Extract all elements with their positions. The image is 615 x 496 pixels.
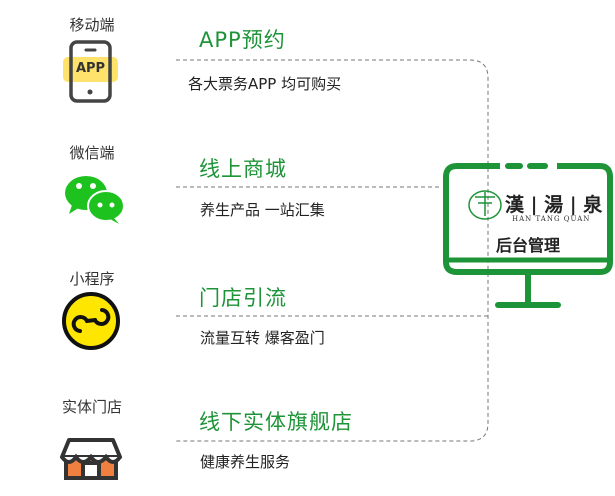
channel-label-mobile: 移动端 <box>69 16 115 34</box>
monitor-icon <box>443 163 613 308</box>
brand-name-en: HAN TANG QUAN <box>512 215 591 223</box>
channel-desc-traffic: 流量互转 爆客盈门 <box>200 329 325 347</box>
mini-program-icon <box>62 292 120 350</box>
channel-desc-mall: 养生产品 一站汇集 <box>200 201 325 219</box>
channel-title-app: APP预约 <box>199 28 286 52</box>
channel-desc-flagship: 健康养生服务 <box>200 453 291 471</box>
channel-desc-app: 各大票务APP 均可购买 <box>188 75 342 93</box>
phone-icon <box>63 40 118 103</box>
channel-label-store: 实体门店 <box>61 398 122 416</box>
channel-title-traffic: 门店引流 <box>199 286 287 310</box>
app-icon-text: APP <box>75 61 106 76</box>
backend-label: 后台管理 <box>495 236 560 255</box>
store-icon <box>60 438 122 480</box>
connector-outer <box>176 59 489 442</box>
wechat-icon <box>65 176 125 224</box>
brand-name: 漢 | 湯 | 泉 <box>505 194 603 216</box>
brand-logo-icon <box>468 190 502 220</box>
channel-label-miniprogram: 小程序 <box>69 270 115 288</box>
channel-label-wechat: 微信端 <box>69 144 115 162</box>
channel-title-flagship: 线下实体旗舰店 <box>199 410 353 434</box>
channel-title-mall: 线上商城 <box>199 157 287 181</box>
